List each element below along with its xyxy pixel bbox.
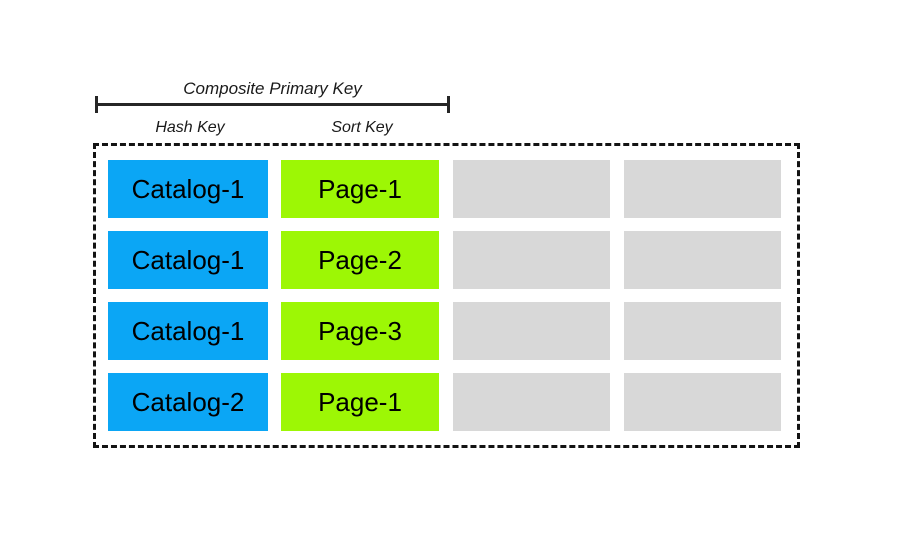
composite-primary-key-label: Composite Primary Key bbox=[183, 79, 362, 98]
key-sublabels: Hash Key Sort Key bbox=[95, 118, 450, 140]
hash-key-cell: Catalog-2 bbox=[108, 373, 268, 431]
attribute-cell bbox=[453, 160, 610, 218]
sort-key-cell: Page-3 bbox=[281, 302, 439, 360]
sort-key-cell: Page-1 bbox=[281, 373, 439, 431]
attribute-cell bbox=[624, 160, 781, 218]
hash-key-cell: Catalog-1 bbox=[108, 231, 268, 289]
attribute-cell bbox=[453, 373, 610, 431]
bracket-tick-right bbox=[447, 96, 450, 113]
bracket-tick-left bbox=[95, 96, 98, 113]
attribute-cell bbox=[624, 302, 781, 360]
bracket-line bbox=[95, 103, 450, 106]
attribute-cell bbox=[624, 231, 781, 289]
hash-key-cell: Catalog-1 bbox=[108, 302, 268, 360]
composite-key-bracket bbox=[95, 96, 450, 113]
sort-key-label: Sort Key bbox=[331, 119, 393, 136]
sort-key-cell: Page-2 bbox=[281, 231, 439, 289]
sort-key-cell: Page-1 bbox=[281, 160, 439, 218]
attribute-cell bbox=[624, 373, 781, 431]
attribute-cell bbox=[453, 302, 610, 360]
hash-key-label: Hash Key bbox=[155, 119, 225, 136]
attribute-cell bbox=[453, 231, 610, 289]
hash-key-cell: Catalog-1 bbox=[108, 160, 268, 218]
